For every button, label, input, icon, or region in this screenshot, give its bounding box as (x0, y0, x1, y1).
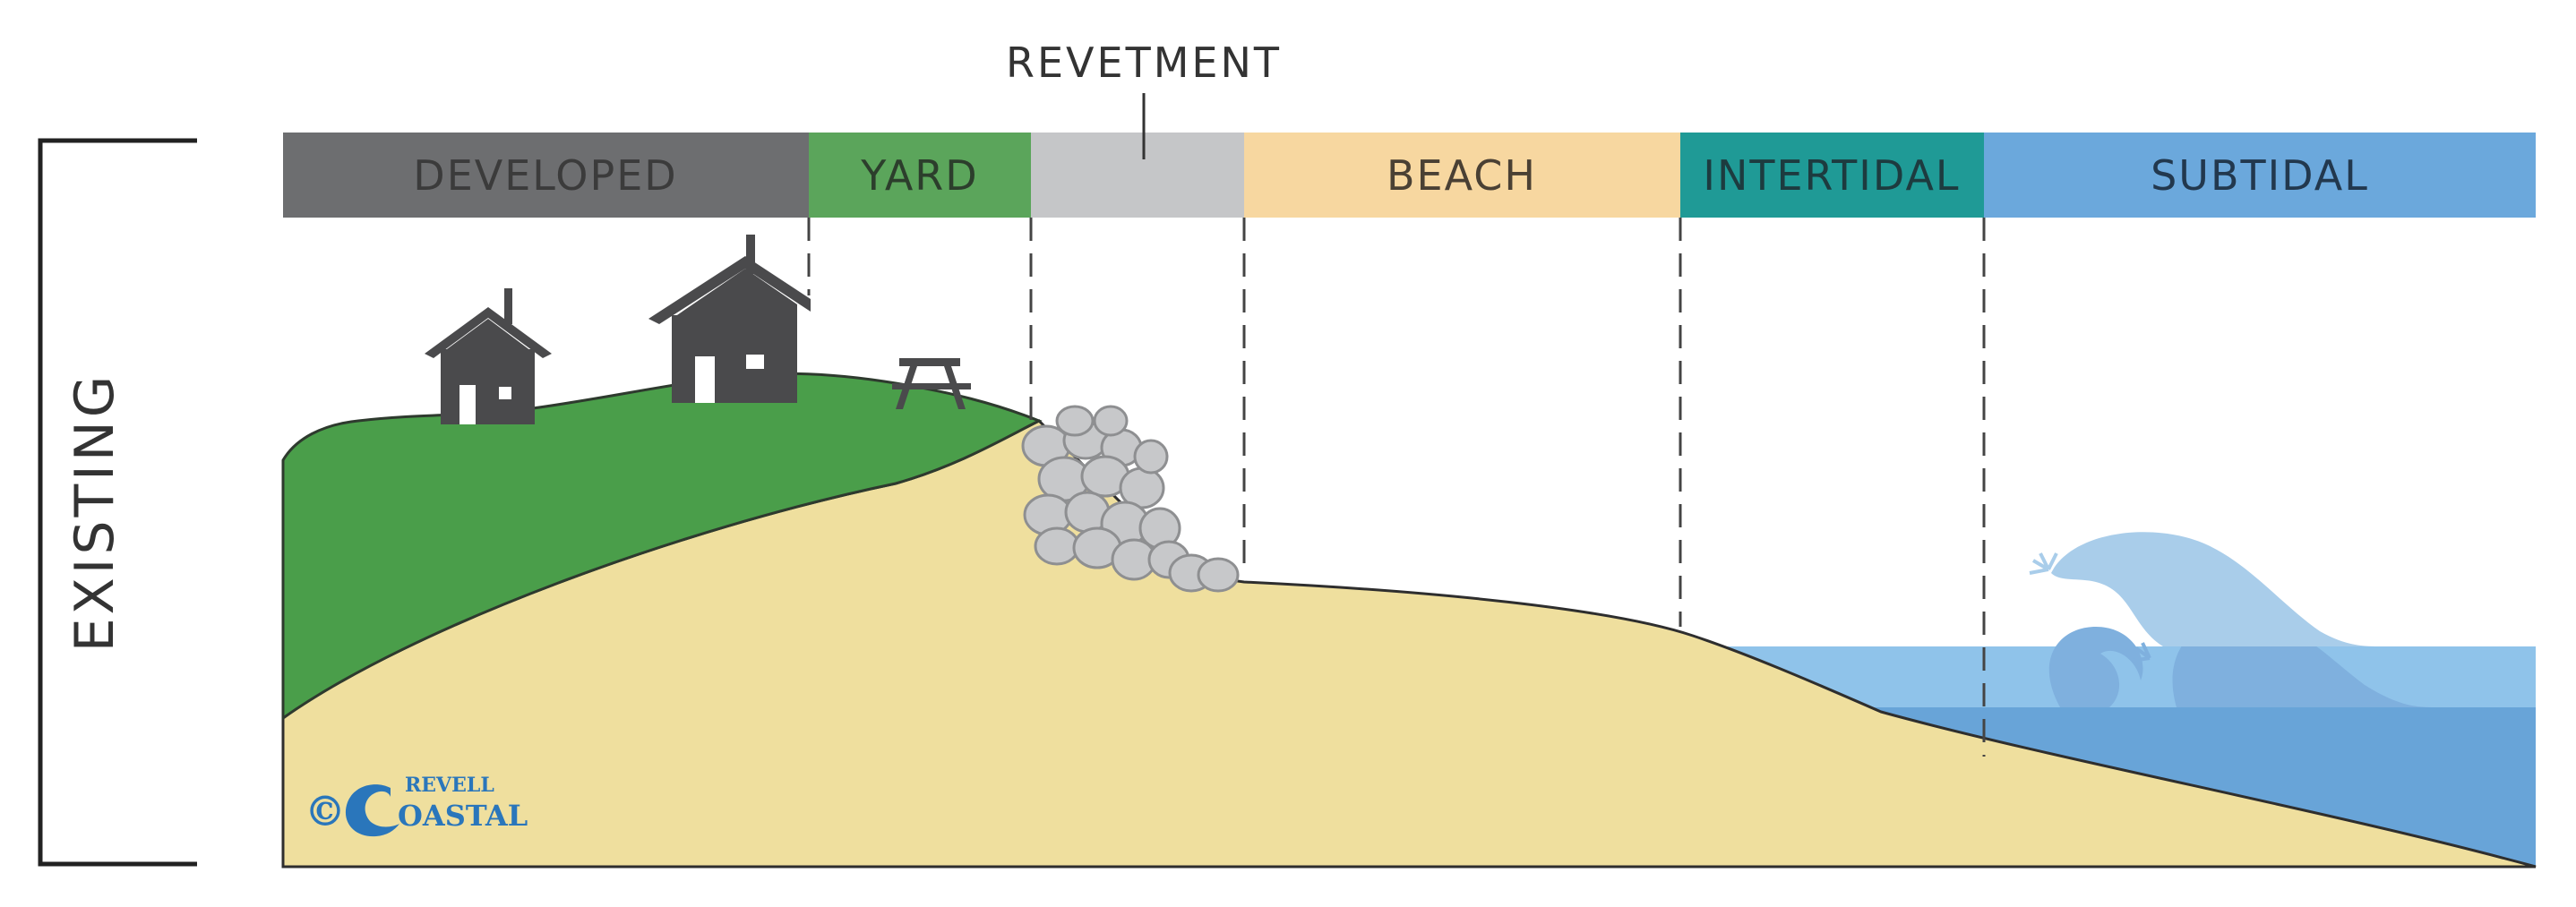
house-small-icon (425, 288, 552, 424)
zone-developed-label: DEVELOPED (413, 151, 677, 200)
zone-bar: DEVELOPED YARD BEACH INTERTIDAL SUBTIDAL (283, 133, 2536, 218)
zone-intertidal-label: INTERTIDAL (1703, 151, 1960, 200)
zone-dividers (807, 218, 1986, 757)
wave-icon (2029, 532, 2436, 707)
revetment-rock (1093, 405, 1129, 437)
picnic-table-icon (892, 358, 971, 409)
zone-subtidal-band (1984, 133, 2536, 218)
zone-revetment-band (1031, 133, 1244, 218)
house-large-icon (648, 235, 811, 403)
zone-subtidal-label: SUBTIDAL (2151, 151, 2369, 200)
revetment-rock (1055, 405, 1095, 437)
wave-c-logo-icon (345, 784, 399, 837)
zone-beach-label: BEACH (1387, 151, 1537, 200)
wave-spray-2 (2131, 642, 2151, 663)
wave-front (2048, 627, 2143, 707)
logo-word-main: OASTAL (398, 799, 528, 833)
existing-bracket (38, 138, 197, 867)
wave-top (2051, 532, 2383, 646)
revetment-rock (1034, 526, 1080, 566)
zone-yard-label: YARD (860, 151, 978, 200)
grass-area (281, 372, 1043, 721)
revetment-callout-label: REVETMENT (1006, 39, 1282, 87)
zone-beach-band (1244, 133, 1680, 218)
revetment-rocks (1021, 405, 1240, 593)
existing-label: EXISTING (64, 372, 126, 653)
zone-intertidal-band (1680, 133, 1984, 218)
revetment-rock (1133, 439, 1169, 475)
logo-word-top: REVELL (405, 774, 494, 797)
wave-spray (2029, 552, 2058, 575)
zone-yard-band (809, 133, 1031, 218)
revell-coastal-logo: © REVELL OASTAL (305, 774, 528, 837)
revetment-rock (1197, 557, 1240, 593)
zone-developed-band (283, 133, 809, 218)
copyright-symbol: © (305, 787, 346, 835)
